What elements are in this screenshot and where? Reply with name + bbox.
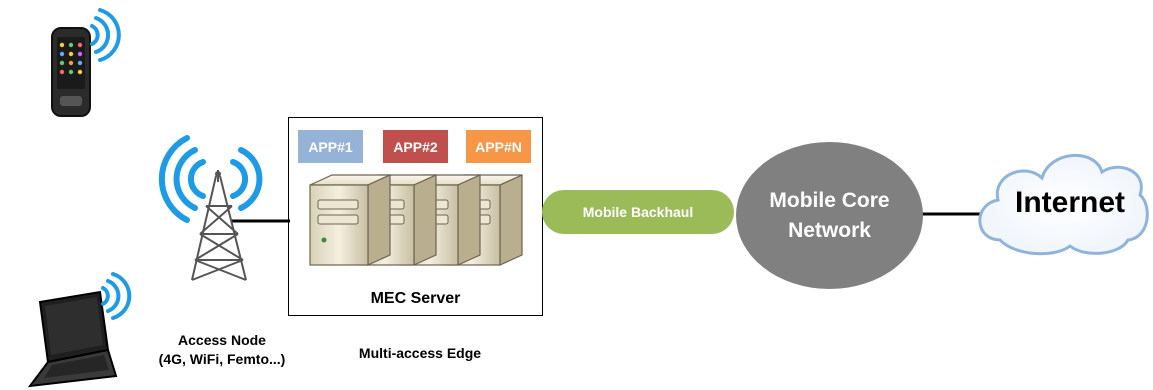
laptop-icon [27,290,118,388]
laptop-wifi-waves-icon [101,272,132,320]
app-1-block: APP#1 [298,130,363,163]
server-rack-icon [309,174,523,266]
core-network-line2: Network [788,218,871,242]
app-2-block: APP#2 [383,130,448,163]
mobile-backhaul-label: Mobile Backhaul [582,204,694,220]
internet-label: Internet [1014,186,1125,219]
access-node-line2: (4G, WiFi, Femto...) [158,350,286,367]
cell-tower-icon [191,170,247,281]
mobile-core-network-node: Mobile Core Network [736,142,923,289]
mobile-backhaul-pill: Mobile Backhaul [542,190,734,234]
access-node-caption: Access Node (4G, WiFi, Femto...) [142,331,302,369]
multi-access-edge-caption: Multi-access Edge [358,345,482,361]
antenna-tip [215,171,221,177]
access-node-line1: Access Node [178,332,266,348]
server-unit [309,174,391,266]
core-network-line1: Mobile Core [769,189,890,213]
tower-signal-waves-icon [158,135,263,223]
smartphone-wifi-waves-icon [90,8,121,62]
cloud-icon [978,154,1149,256]
app-n-block: APP#N [466,130,531,163]
mec-server-label: MEC Server [370,290,461,307]
smartphone-icon [51,27,91,117]
